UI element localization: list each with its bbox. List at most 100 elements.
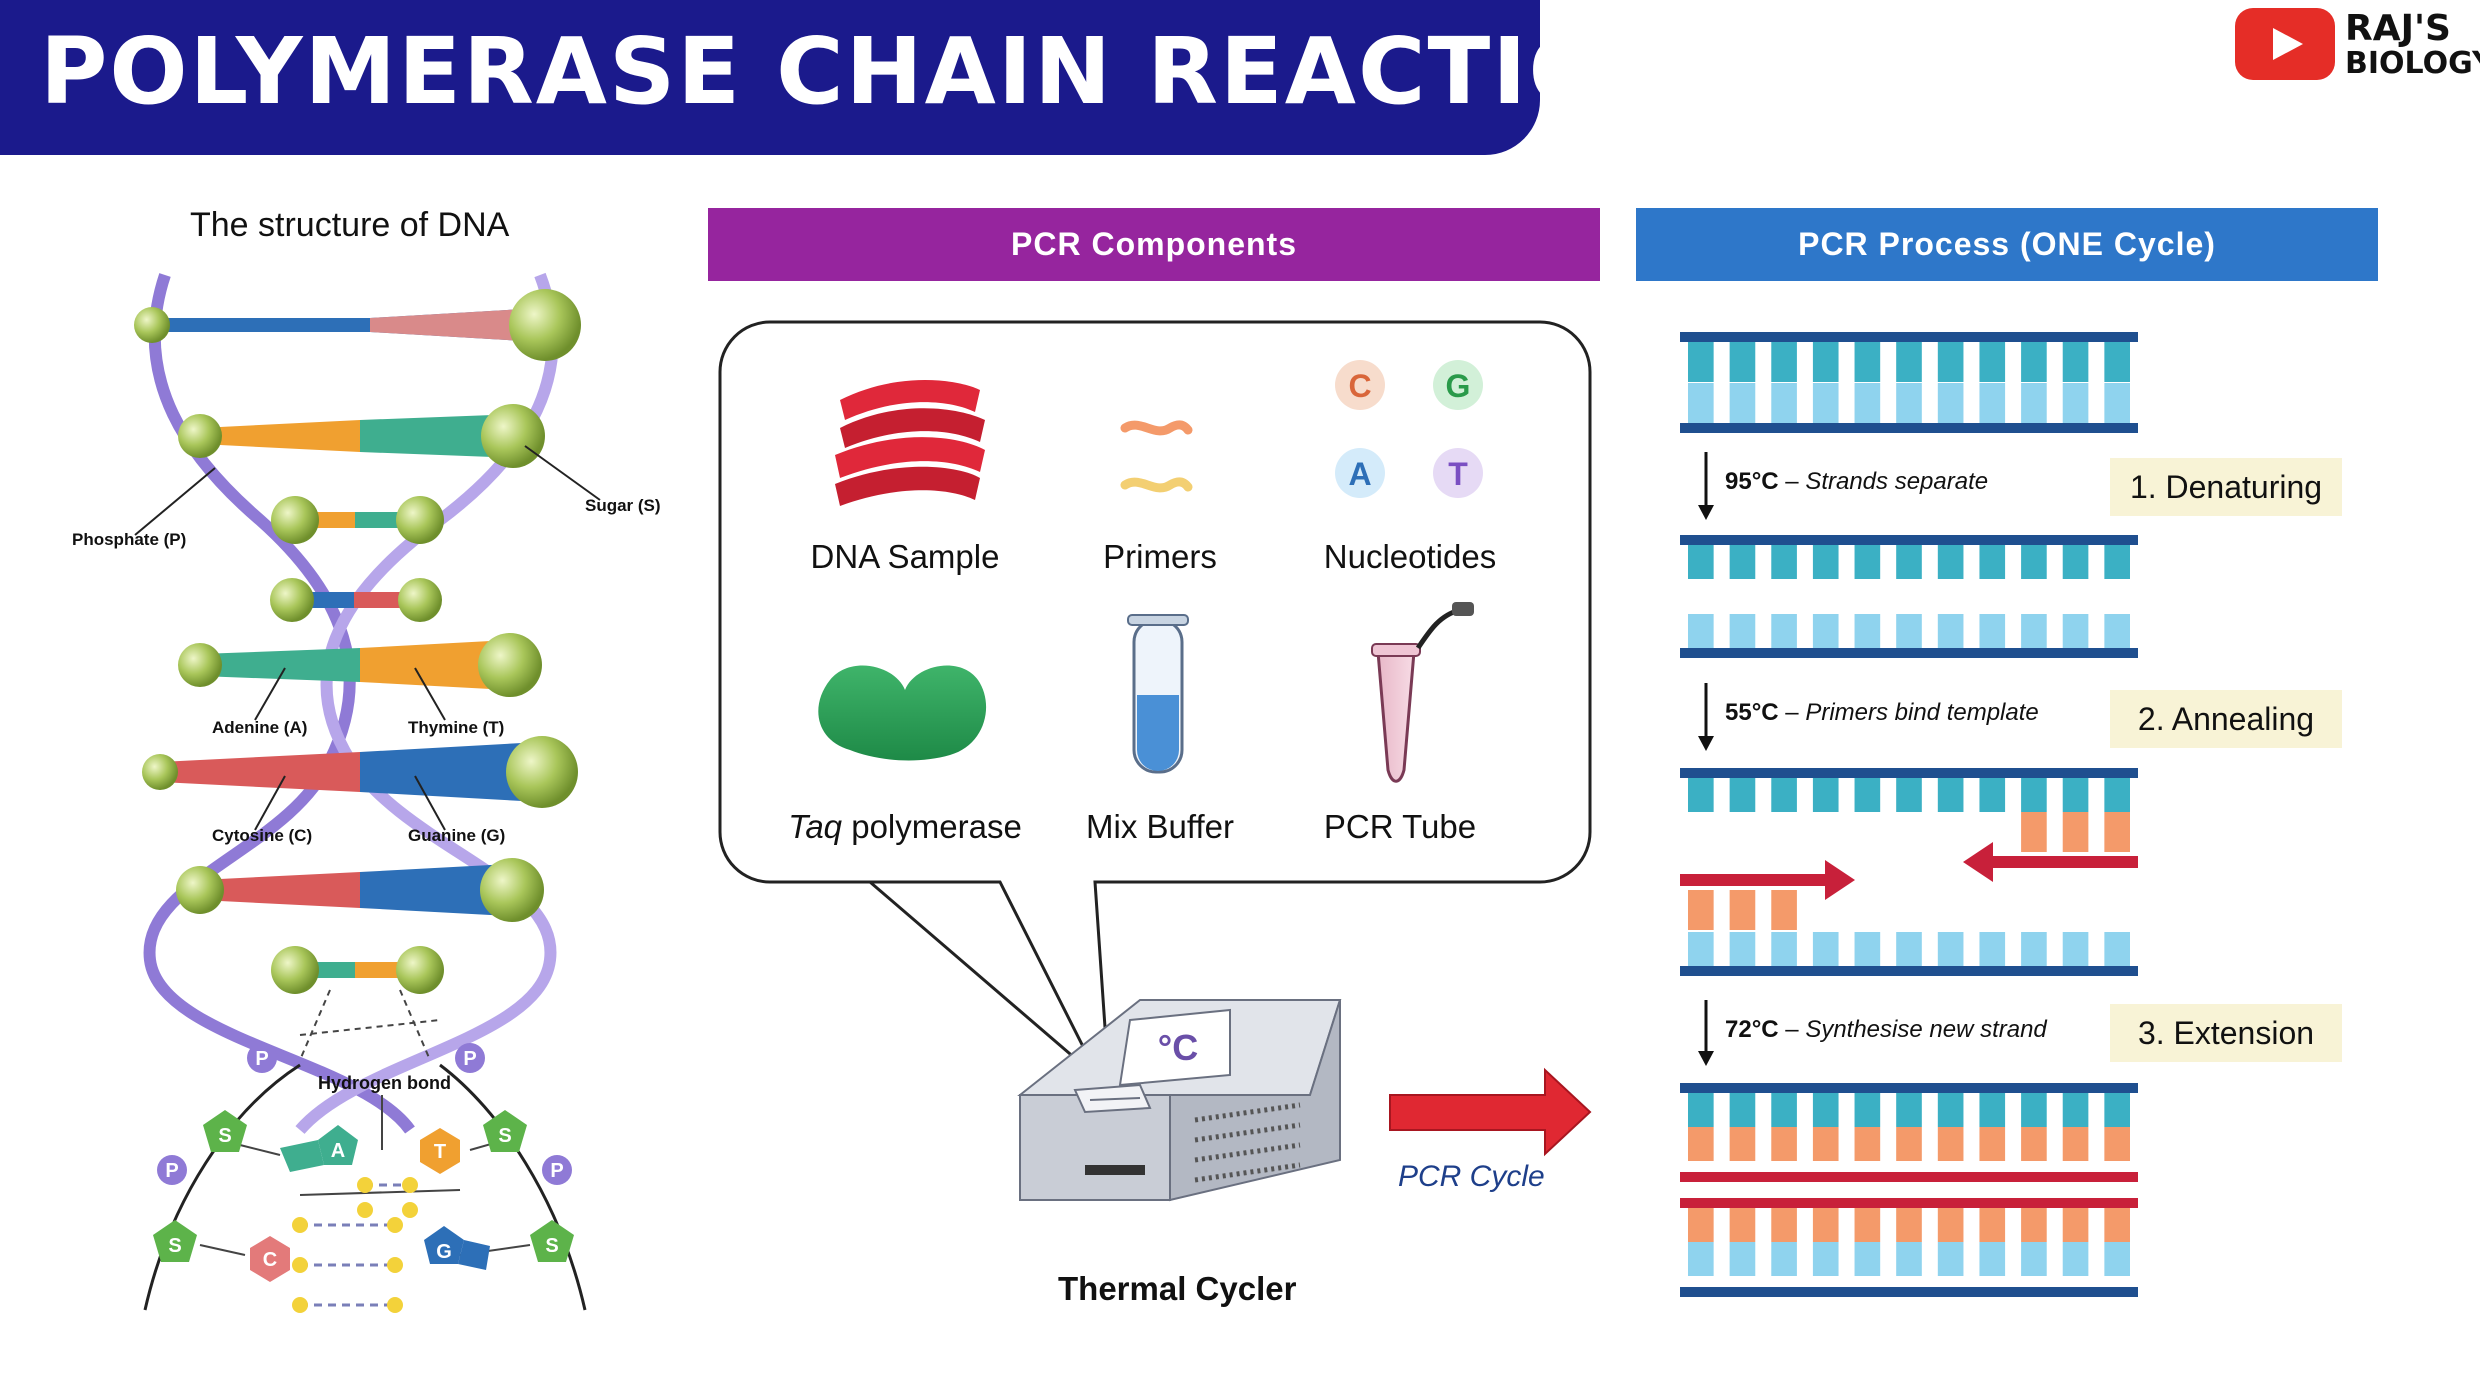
strand-backbone-bottom [1680, 966, 2138, 976]
strand-base [1812, 932, 1839, 966]
strand-base [1979, 545, 2006, 579]
svg-text:P: P [550, 1160, 563, 1182]
strand-base [1688, 545, 1714, 579]
pcr-tube-icon [1371, 602, 1474, 783]
strand-base [1937, 342, 1964, 382]
primer-arrow-forward [1680, 860, 1855, 900]
strand-backbone-bottom [1680, 1287, 2138, 1297]
channel-logo: RAJ'S BIOLOGY [2235, 8, 2480, 81]
helix-backbone-right [295, 272, 559, 1134]
strand-base [2021, 545, 2047, 579]
strand-base [1937, 1093, 1964, 1127]
strand-base [1729, 614, 1756, 648]
strand-base [1937, 932, 1964, 966]
strand-base [1771, 614, 1797, 648]
strand-base [1812, 383, 1839, 423]
phosphate-icon-3: P [157, 1155, 187, 1185]
strand-base [1771, 383, 1797, 423]
strand-base [1937, 1208, 1964, 1242]
strand-backbone-new [1680, 1172, 2138, 1182]
strand-base [1729, 1127, 1756, 1161]
step-2-name: 2. Annealing [2110, 690, 2342, 748]
base-pair-6 [142, 736, 578, 808]
strand-base [2104, 778, 2130, 812]
base-pair-7 [176, 858, 544, 922]
strand-base [2104, 614, 2130, 648]
strand-base [1688, 1127, 1714, 1161]
strand-base [1979, 778, 2006, 812]
strand-base [1729, 383, 1756, 423]
strand-base [1771, 342, 1797, 382]
strand-base [2021, 1127, 2047, 1161]
helix-backbone-left [143, 273, 415, 1134]
strand-base [2021, 1208, 2047, 1242]
sugar-icon-3: S [153, 1220, 197, 1262]
svg-text:T: T [1448, 456, 1468, 492]
strand-backbone-top [1680, 768, 2138, 778]
strand-base [1771, 932, 1797, 966]
strand-base [1854, 342, 1881, 382]
strand-base [1812, 1127, 1839, 1161]
step-3-name: 3. Extension [2110, 1004, 2342, 1062]
strand-base [2104, 812, 2130, 852]
strand-base [1979, 1208, 2006, 1242]
strand-base [2062, 1127, 2089, 1161]
hydrogen-bond-label: Hydrogen bond [318, 1073, 451, 1093]
logo-line-2: BIOLOGY [2345, 46, 2480, 81]
strand-base [1812, 545, 1839, 579]
strand-base [1896, 932, 1922, 966]
guanine-label: Guanine (G) [408, 826, 506, 845]
strand-base [1688, 1242, 1714, 1276]
strand-base [1729, 1242, 1756, 1276]
strand-backbone-top [1680, 332, 2138, 342]
svg-text:G: G [436, 1241, 452, 1263]
strand-base [1854, 1242, 1881, 1276]
strand-backbone-top [1680, 1083, 2138, 1093]
strand-base [2062, 545, 2089, 579]
base-pair-2 [178, 404, 545, 468]
strand-backbone-bottom [1680, 648, 2138, 658]
step-arrow-1 [1698, 452, 1714, 520]
strand-base [1896, 545, 1922, 579]
strand-base [1812, 1208, 1839, 1242]
strand-base [1771, 1093, 1797, 1127]
strand-backbone-new [1680, 1198, 2138, 1208]
strand-base [2104, 383, 2130, 423]
svg-text:T: T [434, 1141, 446, 1163]
process-header: PCR Process (ONE Cycle) [1636, 208, 2378, 281]
nucleotides-label: Nucleotides [1323, 538, 1497, 575]
strand-base [1854, 778, 1881, 812]
strand-base [1771, 778, 1797, 812]
strand-base [2104, 1208, 2130, 1242]
strand-base [2104, 342, 2130, 382]
base-pair-5 [178, 633, 542, 697]
dna-structure-title: The structure of DNA [190, 206, 510, 244]
strand-base [1812, 614, 1839, 648]
strand-base [2062, 778, 2089, 812]
title-banner: POLYMERASE CHAIN REACTION [0, 0, 1686, 155]
phosphate-icon-4: P [542, 1155, 572, 1185]
strand-base [2104, 1127, 2130, 1161]
base-pair-8 [271, 946, 444, 994]
strand-base [1729, 1208, 1756, 1242]
svg-text:S: S [168, 1235, 181, 1257]
strand-base [1937, 383, 1964, 423]
strand-base [2062, 812, 2089, 852]
components-header: PCR Components [708, 208, 1600, 281]
strand-base [2104, 1093, 2130, 1127]
strand-base [1979, 1242, 2006, 1276]
strand-base [2062, 1242, 2089, 1276]
strand-base [2021, 1242, 2047, 1276]
strand-base [1979, 614, 2006, 648]
strand-backbone-bottom [1680, 423, 2138, 433]
strand-base [1688, 1093, 1714, 1127]
strand-base [1688, 890, 1714, 930]
strand-base [1937, 614, 1964, 648]
strand-base [1854, 545, 1881, 579]
svg-text:A: A [331, 1140, 345, 1162]
step-arrow-2 [1698, 683, 1714, 751]
strand-base [2104, 545, 2130, 579]
strand-base [1688, 932, 1714, 966]
strand-base [1688, 614, 1714, 648]
svg-text:A: A [1348, 456, 1371, 492]
